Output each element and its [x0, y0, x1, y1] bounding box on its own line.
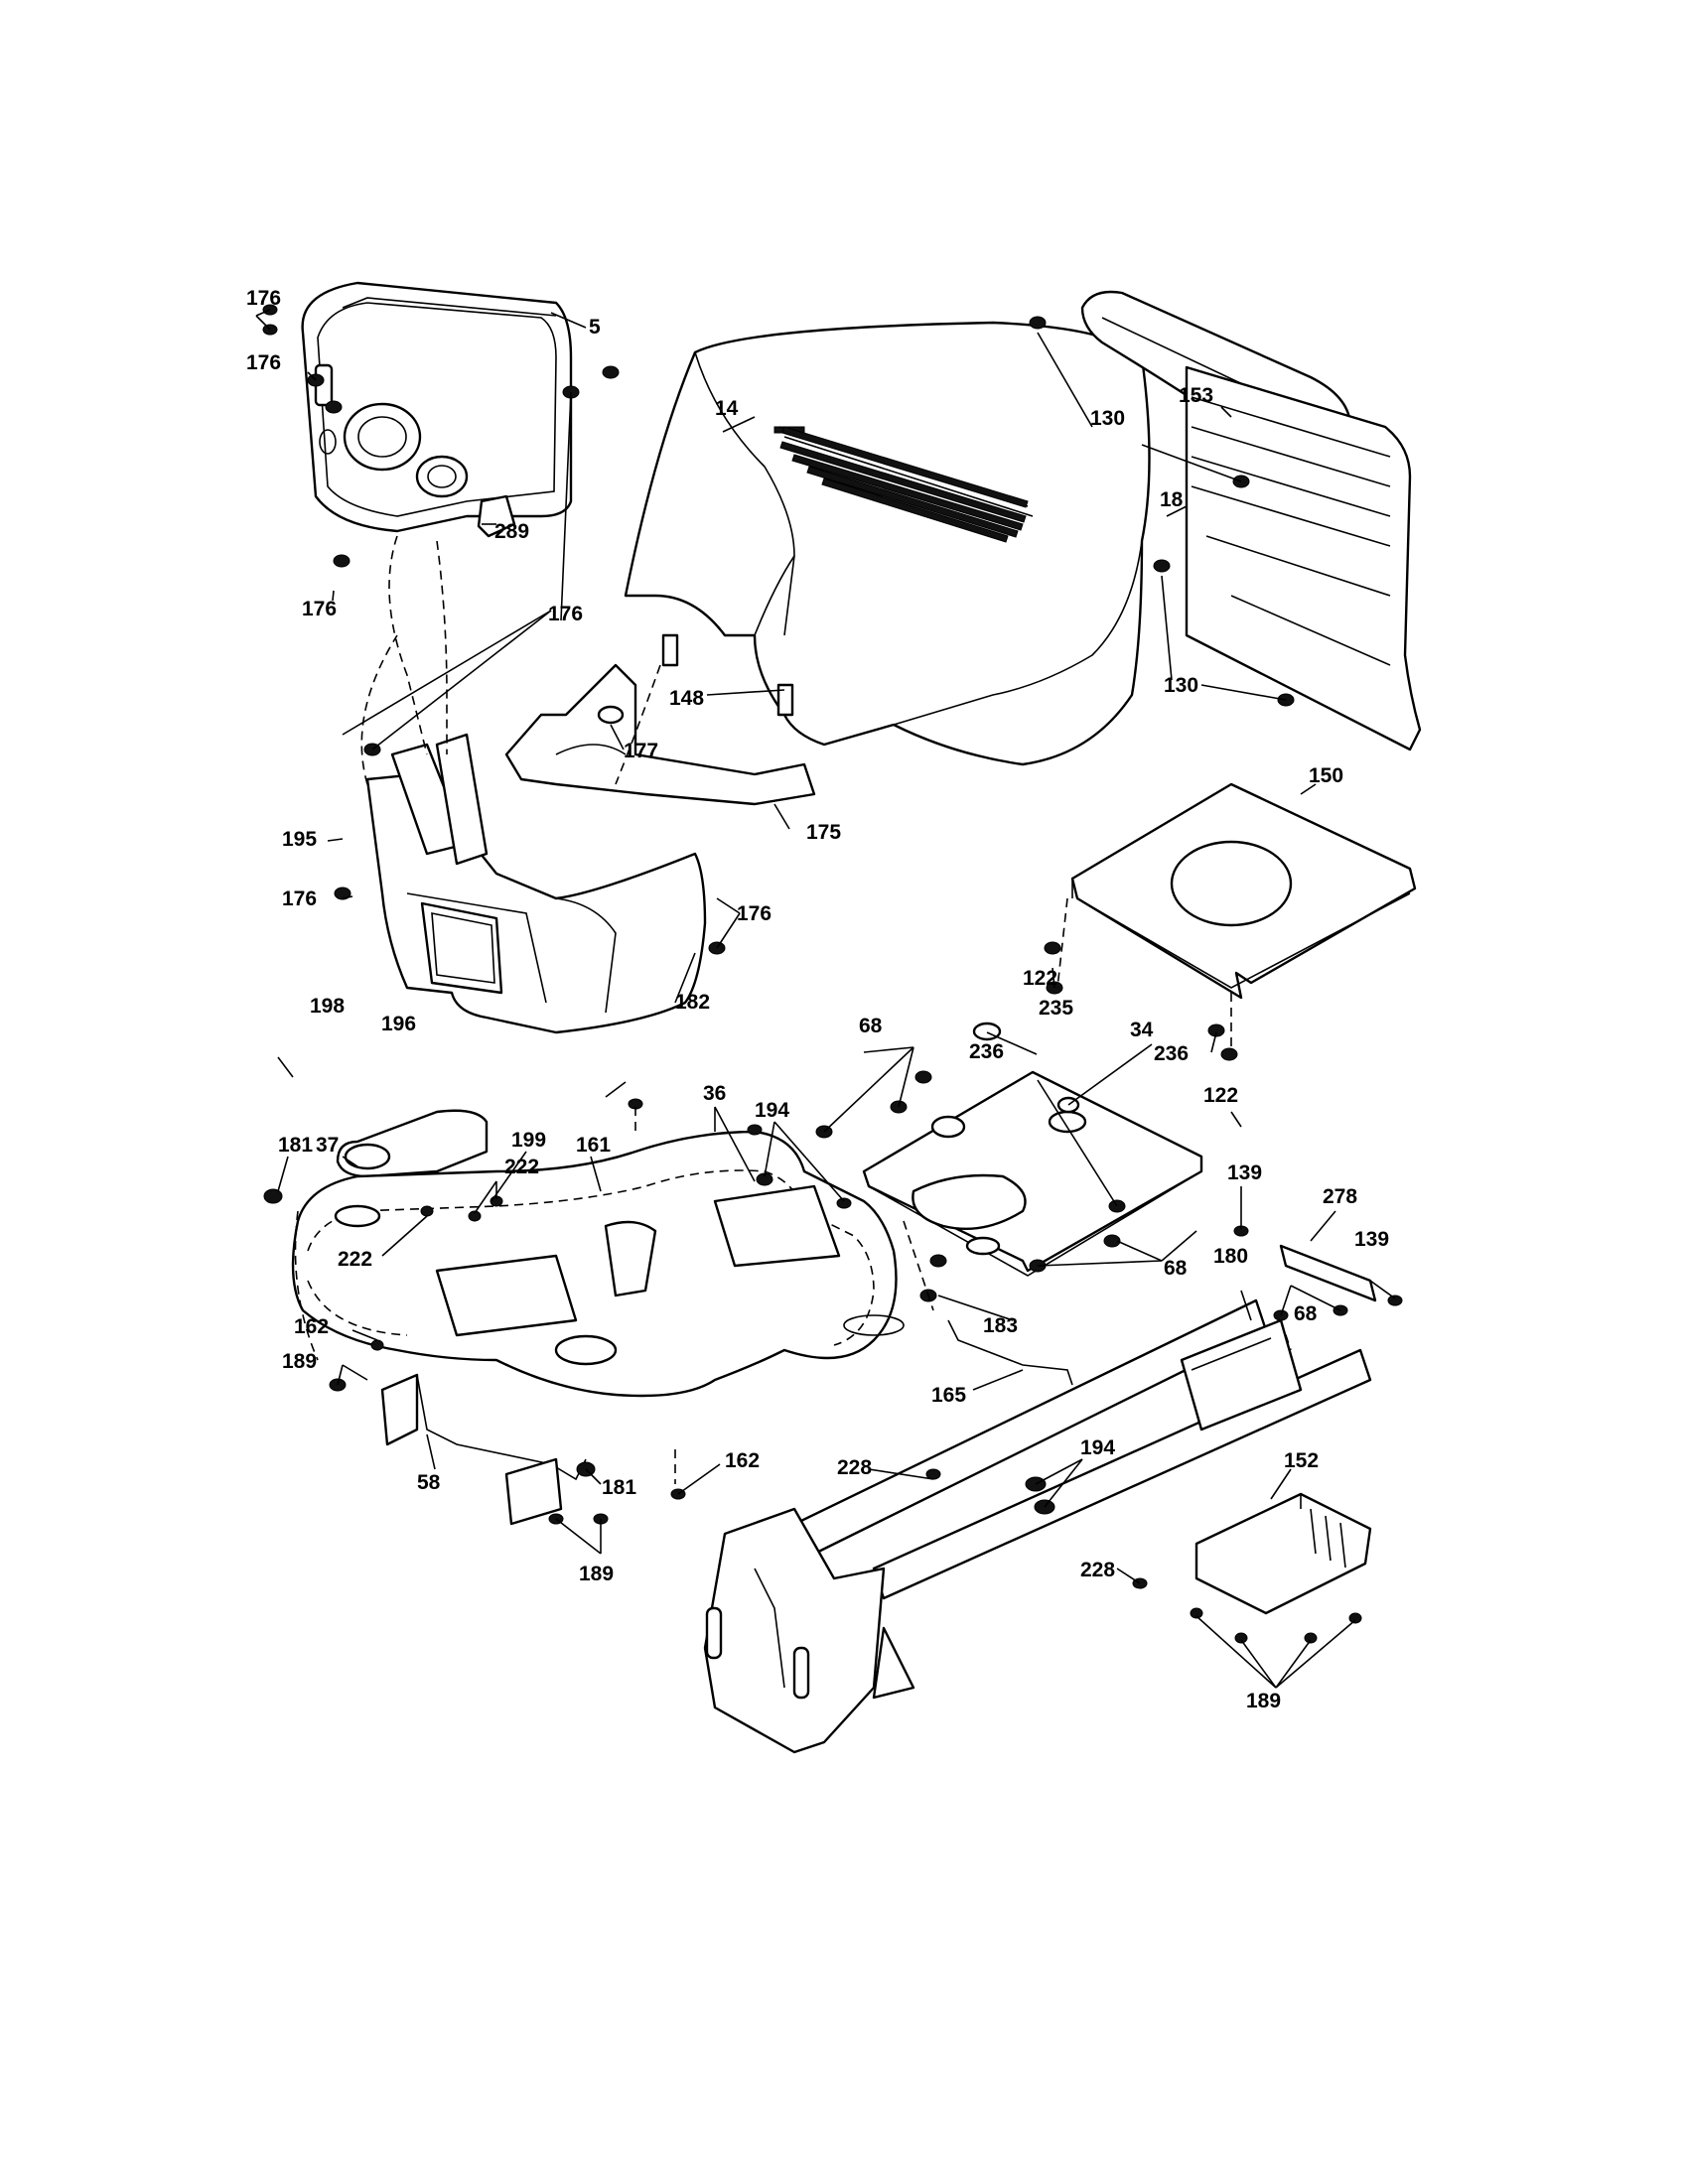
callout-236: 236 [969, 1040, 1004, 1063]
callout-222: 222 [504, 1156, 539, 1178]
leader-lines [255, 309, 1396, 1689]
callout-176: 176 [548, 603, 583, 625]
callout-189: 189 [1246, 1690, 1281, 1712]
callout-153: 153 [1179, 384, 1213, 407]
callout-189: 189 [579, 1563, 614, 1585]
engine-plate-34-part [862, 1070, 1203, 1277]
harness-58-part [416, 1374, 587, 1481]
shield-150-part [1070, 782, 1417, 1000]
callout-176: 176 [246, 287, 281, 310]
callout-68: 68 [1164, 1257, 1188, 1280]
callout-130: 130 [1164, 674, 1198, 697]
frame-180-part [703, 1298, 1372, 1754]
callout-181: 181 [278, 1134, 313, 1157]
bracket-278-part [1279, 1244, 1377, 1302]
hood-part [624, 321, 1151, 766]
callout-148: 148 [669, 687, 704, 710]
pad-148-lower-part [776, 683, 794, 717]
callout-176: 176 [282, 887, 317, 910]
alignment-lines [294, 535, 1292, 1484]
callout-34: 34 [1130, 1019, 1154, 1041]
fender-37-part [291, 1130, 905, 1398]
steering-bracket-part [390, 733, 489, 866]
dashboard-panel-part [301, 281, 573, 533]
callout-139: 139 [1227, 1161, 1262, 1184]
callout-195: 195 [282, 828, 317, 851]
callout-198: 198 [310, 995, 345, 1018]
callout-130: 130 [1090, 407, 1125, 430]
callout-222: 222 [338, 1248, 372, 1271]
callout-36: 36 [703, 1082, 726, 1105]
grille-18-part [1185, 365, 1422, 751]
bracket-175-part [504, 663, 816, 806]
callout-235: 235 [1039, 997, 1073, 1020]
callout-122: 122 [1203, 1084, 1238, 1107]
callout-165: 165 [931, 1384, 966, 1407]
fasteners [262, 304, 1403, 1644]
guard-152-part [1194, 1492, 1372, 1615]
callout-150: 150 [1309, 764, 1343, 787]
callout-228: 228 [1080, 1559, 1115, 1581]
callout-176: 176 [246, 351, 281, 374]
callout-180: 180 [1213, 1245, 1248, 1268]
callout-183: 183 [983, 1314, 1018, 1337]
callout-14: 14 [715, 397, 739, 420]
callout-58: 58 [417, 1471, 441, 1494]
callout-37: 37 [316, 1134, 339, 1157]
callout-5: 5 [589, 316, 601, 339]
callout-68: 68 [1294, 1302, 1318, 1325]
hood-vents [779, 426, 1029, 543]
callout-199: 199 [511, 1129, 546, 1152]
pad-148-upper-part [661, 633, 679, 667]
callout-162: 162 [294, 1315, 329, 1338]
cover-196-part [336, 1109, 489, 1178]
callout-176: 176 [302, 598, 337, 620]
callout-177: 177 [624, 740, 658, 762]
callout-196: 196 [381, 1013, 416, 1035]
callout-181: 181 [602, 1476, 636, 1499]
callout-236: 236 [1154, 1042, 1189, 1065]
callout-162: 162 [725, 1449, 760, 1472]
callout-189: 189 [282, 1350, 317, 1373]
callout-68: 68 [859, 1015, 883, 1037]
callout-228: 228 [837, 1456, 872, 1479]
clip-289-part [477, 494, 516, 538]
callout-182: 182 [675, 991, 710, 1014]
callout-152: 152 [1284, 1449, 1319, 1472]
rod-165-part [947, 1319, 1073, 1386]
callout-122: 122 [1023, 967, 1057, 990]
callout-176: 176 [737, 902, 772, 925]
callout-139: 139 [1354, 1228, 1389, 1251]
callout-18: 18 [1160, 488, 1184, 511]
callout-175: 175 [806, 821, 841, 844]
callout-194: 194 [755, 1099, 789, 1122]
callout-278: 278 [1323, 1185, 1357, 1208]
bracket-left-part [380, 1373, 419, 1446]
callout-289: 289 [494, 520, 529, 543]
callout-194: 194 [1080, 1436, 1115, 1459]
callout-161: 161 [576, 1134, 611, 1157]
bracket-right-part [504, 1457, 563, 1526]
